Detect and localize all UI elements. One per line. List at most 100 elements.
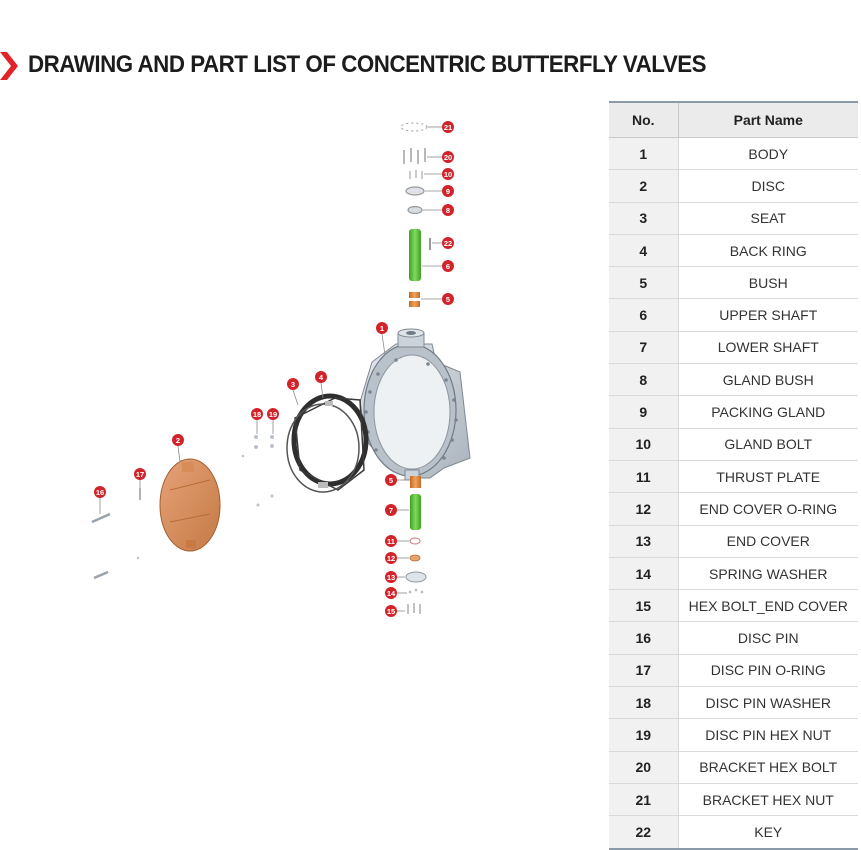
svg-text:12: 12 [387,554,395,563]
upper-shaft-part [409,229,421,281]
part-name: DISC PIN [678,621,858,655]
gland-bolts [409,170,423,179]
callout: 10 [442,168,454,180]
svg-text:19: 19 [269,410,277,419]
part-name: BACK RING [678,234,858,268]
callout: 8 [442,204,454,216]
packing-gland-part [405,186,425,196]
part-number: 10 [609,428,679,461]
bush-part-lower [410,476,421,488]
end-cover-o-ring-part [409,554,421,562]
callout: 6 [442,260,454,272]
part-number: 16 [609,621,679,655]
disc-part [159,458,221,552]
svg-text:4: 4 [319,373,324,382]
part-name: END COVER [678,525,858,558]
bush-part-upper-a [409,292,420,298]
part-number: 4 [609,234,679,268]
callout: 15 [385,605,397,617]
callout: 5 [385,474,397,486]
part-number: 15 [609,589,679,623]
svg-text:6: 6 [446,262,450,271]
part-number: 12 [609,492,679,526]
callout: 17 [134,468,146,480]
callout: 20 [442,151,454,163]
svg-text:20: 20 [444,153,452,162]
svg-text:22: 22 [444,239,452,248]
bush-part-upper-b [409,301,420,307]
table-header-row: No. Part Name [609,102,858,138]
hex-bolts-end-cover [407,603,421,614]
table-row: 22 KEY [609,815,858,849]
part-name: DISC PIN HEX NUT [678,718,858,752]
bracket-hex-bolts [403,148,426,164]
svg-text:3: 3 [291,380,295,389]
callout: 2 [172,434,184,446]
part-number: 3 [609,202,679,235]
exploded-valve-drawing: 21 20 10 9 8 22 6 5 1 3 4 2 18 19 17 16 … [91,121,471,617]
part-name: BRACKET HEX NUT [678,783,858,817]
svg-text:16: 16 [96,488,104,497]
valve-body-part [359,328,471,481]
svg-text:10: 10 [444,170,452,179]
part-name: BODY [678,137,858,171]
part-number: 7 [609,331,679,365]
part-number: 21 [609,783,679,817]
part-name: KEY [754,823,783,840]
callout: 21 [442,121,454,133]
end-cover-part [405,571,427,583]
seat-and-back-ring-part [286,393,369,493]
part-number: 14 [609,557,679,591]
part-name: THRUST PLATE [678,460,858,494]
part-name: END COVER O-RING [678,492,858,526]
part-number: 9 [609,395,679,429]
part-name: GLAND BUSH [678,363,858,397]
callout: 11 [385,535,397,547]
part-name: HEX BOLT_END COVER [678,589,858,623]
svg-text:7: 7 [389,506,393,515]
part-name: DISC [678,169,858,203]
callout: 19 [267,408,279,420]
svg-text:17: 17 [136,470,144,479]
gland-bush-part [407,205,423,215]
callout: 18 [251,408,263,420]
part-name: DISC PIN WASHER [678,686,858,720]
callout: 3 [287,378,299,390]
part-name: UPPER SHAFT [678,298,858,332]
callout: 1 [376,322,388,334]
part-number: 19 [609,718,679,752]
part-number: 11 [609,460,679,494]
callout: 12 [385,552,397,564]
svg-text:15: 15 [387,607,395,616]
svg-text:18: 18 [253,410,261,419]
disc-pin-washer-nut-parts [136,435,274,560]
svg-text:5: 5 [446,295,450,304]
part-number: 22 [609,815,679,849]
callout: 16 [94,486,106,498]
callout: 5 [442,293,454,305]
svg-text:11: 11 [387,537,395,546]
svg-text:13: 13 [387,573,395,582]
part-name: PACKING GLAND [678,395,858,429]
part-name: BRACKET HEX BOLT [678,751,858,784]
chevron-right-icon [0,52,18,80]
page-title: DRAWING AND PART LIST OF CONCENTRIC BUTT… [28,51,707,78]
svg-text:2: 2 [176,436,180,445]
part-number: 6 [609,298,679,332]
column-header-part-name: Part Name [678,102,858,138]
svg-text:5: 5 [389,476,393,485]
leader-lines [99,126,442,612]
